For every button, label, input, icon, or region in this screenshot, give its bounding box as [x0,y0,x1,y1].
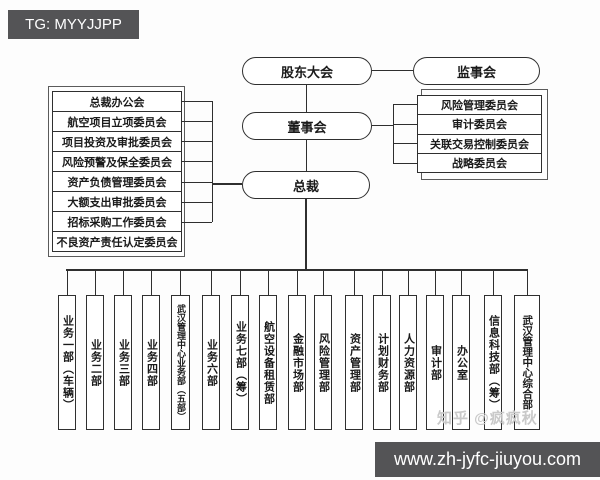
node-board-of-directors: 董事会 [242,112,372,140]
department-label: 审计部 [429,344,442,381]
department-stub [435,271,436,295]
department-label: 办公室 [455,344,468,381]
department-stub [240,271,241,295]
department-box: 航空设备租赁部 [259,295,277,430]
department-stub [151,271,152,295]
committee-box: 不良资产责任认定委员会 [53,232,181,251]
connector-shareholders-board [306,85,307,112]
committee-box: 风险预警及保全委员会 [53,152,181,172]
department-box: 业务一部（车辆） [58,295,76,430]
department-label: 业务三部 [117,338,130,387]
connector-leftbracket-president [212,183,242,185]
department-stub [180,271,181,295]
left-committees-outline [48,86,185,257]
department-box: 业务四部 [142,295,160,430]
connector-shareholders-supervisory [372,70,413,71]
department-box: 风险管理部 [314,295,332,430]
right-bracket-stub [393,124,417,125]
department-stub [67,271,68,295]
left-bracket-stub [182,101,212,102]
department-label: 资产管理部 [348,332,361,393]
department-box: 武汉管理中心业务部（五部） [171,295,190,430]
department-box: 人力资源部 [399,295,417,430]
website-url-text: www.zh-jyfc-jiuyou.com [393,449,582,469]
department-label: 业务四部 [145,338,158,387]
website-watermark-bar: www.zh-jyfc-jiuyou.com [375,442,600,477]
department-stub [461,271,462,295]
department-label: 金融市场部 [291,332,304,393]
department-box: 审计部 [426,295,444,430]
left-bracket-stub [182,121,212,122]
left-committee-group: 总裁办公会 航空项目立项委员会 项目投资及审批委员会 风险预警及保全委员会 资产… [52,91,182,252]
telegram-watermark-text: TG: MYYJJPP [25,16,122,33]
department-box: 业务三部 [114,295,132,430]
department-label: 信息科技部（筹） [487,314,500,411]
department-box: 业务七部（筹） [231,295,249,430]
node-shareholders-meeting: 股东大会 [242,57,372,85]
left-bracket-stub [182,141,212,142]
department-stub [382,271,383,295]
department-stub [323,271,324,295]
department-label: 人力资源部 [402,332,415,393]
department-stub [123,271,124,295]
committee-box: 大额支出审批委员会 [53,192,181,212]
node-supervisory-board: 监事会 [413,57,540,85]
connector-board-president [306,140,307,171]
telegram-watermark-bar: TG: MYYJJPP [8,10,139,39]
department-label: 风险管理部 [317,332,330,393]
department-stub [354,271,355,295]
department-label: 业务二部 [89,338,102,387]
node-label: 股东大会 [280,64,333,80]
right-committee-group: 风险管理委员会 审计委员会 关联交易控制委员会 战略委员会 [417,95,542,173]
right-bracket-vertical [393,104,394,164]
left-bracket-stub [182,161,212,162]
department-label: 计划财务部 [376,332,389,393]
node-label: 董事会 [287,119,327,135]
node-label: 总裁 [292,178,319,194]
left-bracket-stub [182,182,212,183]
connector-board-rightbracket [372,125,393,126]
department-stub [297,271,298,295]
left-bracket-vertical [212,101,213,222]
right-bracket-stub [393,104,417,105]
department-label: 业务一部（车辆） [61,314,74,411]
connector-president-departments [305,199,307,270]
department-box: 武汉管理中心综合部 [514,295,540,430]
committee-box: 关联交易控制委员会 [418,134,541,154]
department-label: 业务六部 [205,338,218,387]
department-stub [95,271,96,295]
department-box: 资产管理部 [345,295,363,430]
left-bracket-stub [182,202,212,203]
department-label: 业务七部（筹） [234,320,247,405]
committee-box: 战略委员会 [418,153,541,172]
committee-box: 招标采购工作委员会 [53,212,181,232]
department-box: 金融市场部 [288,295,306,430]
committee-box: 项目投资及审批委员会 [53,132,181,152]
department-stub [408,271,409,295]
committee-box: 航空项目立项委员会 [53,112,181,132]
right-bracket-stub [393,143,417,144]
department-label: 武汉管理中心综合部 [521,315,534,410]
department-stub [268,271,269,295]
node-president: 总裁 [242,171,370,199]
department-box: 信息科技部（筹） [484,295,502,430]
department-box: 业务二部 [86,295,104,430]
right-bracket-stub [393,163,417,164]
department-box: 计划财务部 [373,295,391,430]
committee-box: 资产负债管理委员会 [53,172,181,192]
department-label: 武汉管理中心业务部（五部） [176,304,186,421]
zhihu-watermark-text: 知乎 @疯疯秋 [437,410,538,427]
committee-box: 风险管理委员会 [418,96,541,116]
department-box: 业务六部 [202,295,220,430]
left-bracket-stub [182,222,212,223]
department-stub [527,271,528,295]
department-box: 办公室 [452,295,470,430]
department-stub [493,271,494,295]
committee-box: 总裁办公会 [53,92,181,112]
departments-distribution-line [66,269,528,271]
committee-box: 审计委员会 [418,115,541,135]
node-label: 监事会 [456,64,496,80]
department-label: 航空设备租赁部 [262,320,275,405]
department-stub [211,271,212,295]
